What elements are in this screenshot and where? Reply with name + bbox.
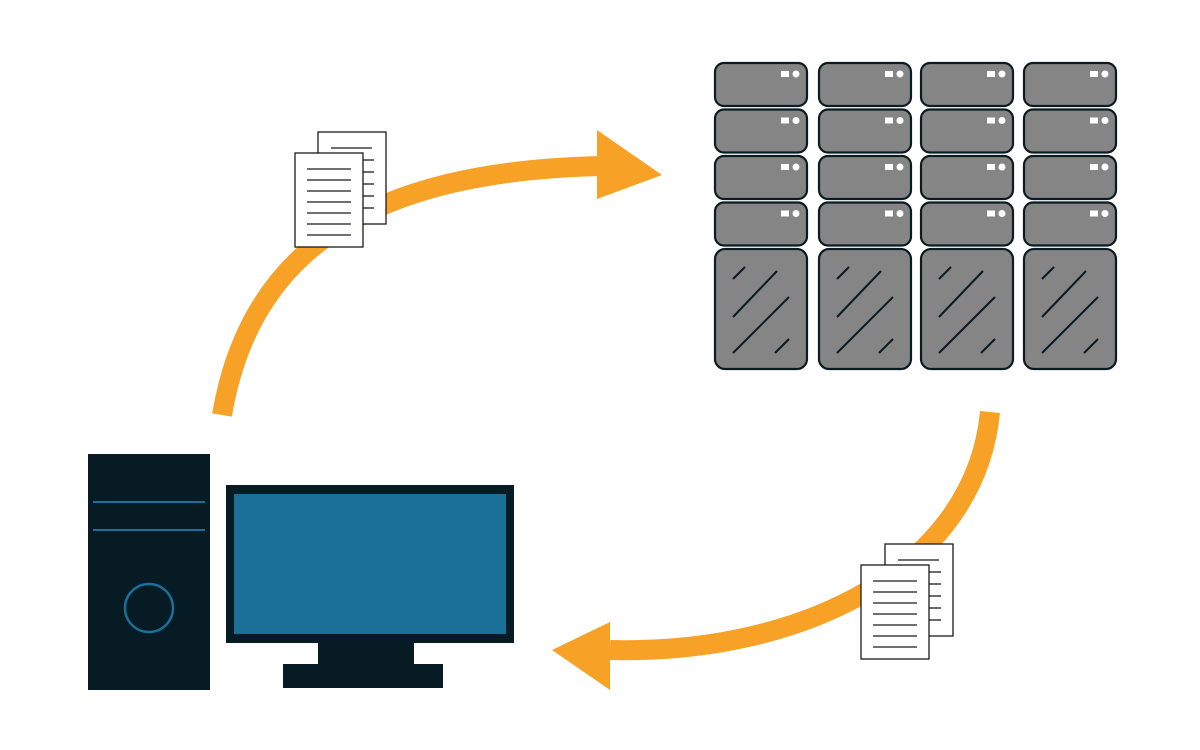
computer-tower	[88, 454, 210, 690]
storage-bay	[1022, 247, 1118, 371]
server-unit	[919, 201, 1015, 247]
document-front	[294, 152, 364, 248]
server-status-light	[896, 163, 904, 171]
server-unit	[817, 201, 913, 247]
server-status-light	[998, 163, 1006, 171]
server-status-light	[781, 210, 789, 217]
server-status-light	[987, 71, 995, 77]
server-status-light	[1101, 117, 1109, 124]
server-unit	[919, 61, 1015, 108]
monitor-base	[283, 664, 443, 688]
server-unit	[817, 108, 913, 154]
server-status-light	[1090, 164, 1098, 170]
server-status-light	[792, 163, 800, 171]
server-status-light	[781, 71, 789, 77]
server-status-light	[1101, 163, 1109, 171]
server-status-light	[896, 70, 904, 78]
server-status-light	[885, 117, 893, 124]
server-column	[919, 61, 1015, 371]
server-unit	[713, 154, 809, 201]
server-status-light	[987, 117, 995, 124]
server-status-light	[781, 164, 789, 170]
server-status-light	[1090, 117, 1098, 124]
server-unit	[713, 201, 809, 247]
power-button-icon	[123, 582, 175, 634]
server-unit	[1022, 201, 1118, 247]
download-arrow-head	[552, 622, 610, 690]
storage-bay	[713, 247, 809, 371]
server-status-light	[1101, 210, 1109, 217]
server-status-light	[885, 210, 893, 217]
server-status-light	[998, 210, 1006, 217]
document-front	[860, 564, 930, 660]
upload-arrow	[212, 130, 662, 417]
server-unit	[1022, 61, 1118, 108]
monitor-screen	[234, 494, 506, 634]
server-unit	[713, 61, 809, 108]
server-status-light	[998, 70, 1006, 78]
server-unit	[713, 108, 809, 154]
download-documents-icon	[860, 543, 954, 660]
server-unit	[919, 108, 1015, 154]
server-status-light	[1090, 71, 1098, 77]
server-status-light	[896, 117, 904, 124]
storage-bay	[817, 247, 913, 371]
server-unit	[1022, 108, 1118, 154]
server-unit	[817, 61, 913, 108]
server-status-light	[998, 117, 1006, 124]
server-unit	[817, 154, 913, 201]
server-column	[817, 61, 913, 371]
server-status-light	[885, 164, 893, 170]
upload-documents-icon	[294, 131, 387, 248]
server-unit	[1022, 154, 1118, 201]
desktop-computer-icon	[88, 454, 514, 690]
server-status-light	[792, 210, 800, 217]
server-status-light	[885, 71, 893, 77]
upload-arrow-head	[597, 130, 662, 199]
server-status-light	[987, 210, 995, 217]
server-status-light	[1101, 70, 1109, 78]
upload-arrow-shaft	[212, 156, 606, 417]
server-unit	[919, 154, 1015, 201]
server-status-light	[896, 210, 904, 217]
server-status-light	[987, 164, 995, 170]
server-column	[713, 61, 809, 371]
server-column	[1022, 61, 1118, 371]
monitor	[226, 485, 514, 688]
server-rack-icon	[713, 61, 1118, 371]
storage-bay	[919, 247, 1015, 371]
server-status-light	[1090, 210, 1098, 217]
server-status-light	[781, 117, 789, 124]
server-status-light	[792, 117, 800, 124]
server-status-light	[792, 70, 800, 78]
